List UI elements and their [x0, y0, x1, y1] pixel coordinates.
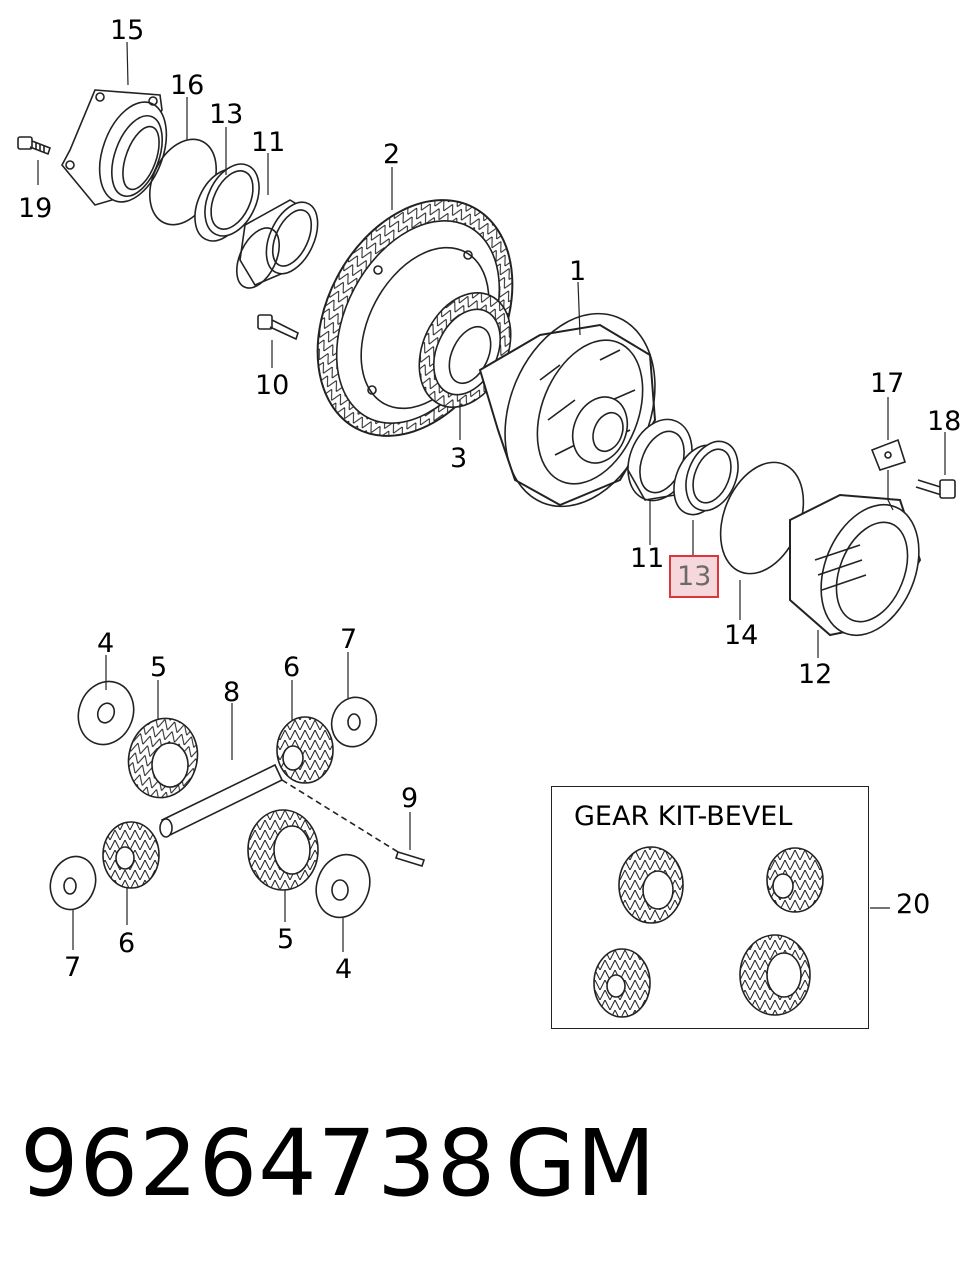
bolt-part — [17, 136, 51, 156]
lock-plate-part — [870, 438, 907, 471]
callout-19: 19 — [18, 193, 53, 224]
callout-11-lower: 11 — [630, 543, 665, 574]
bevel-parts-lower — [49, 652, 426, 952]
callout-8: 8 — [223, 677, 241, 708]
outer-bearing-part — [789, 493, 922, 637]
shim-part — [194, 163, 260, 242]
callout-6-lower: 6 — [118, 928, 136, 959]
callout-4-upper: 4 — [97, 628, 115, 659]
callout-7-lower: 7 — [64, 952, 82, 983]
callout-7-upper: 7 — [340, 624, 358, 655]
callout-1: 1 — [569, 256, 587, 287]
callout-17: 17 — [870, 368, 905, 399]
callout-6-upper: 6 — [283, 652, 301, 683]
callout-3: 3 — [450, 443, 468, 474]
callout-9: 9 — [401, 783, 419, 814]
differential-case-part — [478, 312, 657, 508]
callout-4-lower: 4 — [335, 954, 353, 985]
bolt-part — [915, 479, 956, 499]
callout-11-upper: 11 — [251, 127, 286, 158]
callout-18: 18 — [927, 406, 962, 437]
callout-10: 10 — [255, 370, 290, 401]
callout-13-upper: 13 — [209, 99, 244, 130]
gear-kit-box: GEAR KIT-BEVEL — [551, 786, 869, 1029]
housing-flange-part — [61, 89, 168, 206]
part-number: 96264738 — [20, 1110, 497, 1217]
leader-lines — [37, 41, 946, 909]
callout-14: 14 — [724, 620, 759, 651]
callout-2: 2 — [383, 139, 401, 170]
callout-5-upper: 5 — [150, 652, 168, 683]
bearing-part — [236, 199, 319, 289]
callout-12: 12 — [798, 659, 833, 690]
brand-label: GM — [505, 1110, 656, 1217]
shim-part — [673, 440, 739, 516]
callout-16: 16 — [170, 70, 205, 101]
bolt-part — [257, 314, 299, 341]
callout-15: 15 — [110, 15, 145, 46]
callout-5-lower: 5 — [277, 924, 295, 955]
kit-gears — [593, 846, 824, 1018]
gear-kit-title: GEAR KIT-BEVEL — [574, 801, 793, 832]
callout-13-highlighted: 13 — [669, 555, 720, 598]
callout-20: 20 — [896, 889, 931, 920]
